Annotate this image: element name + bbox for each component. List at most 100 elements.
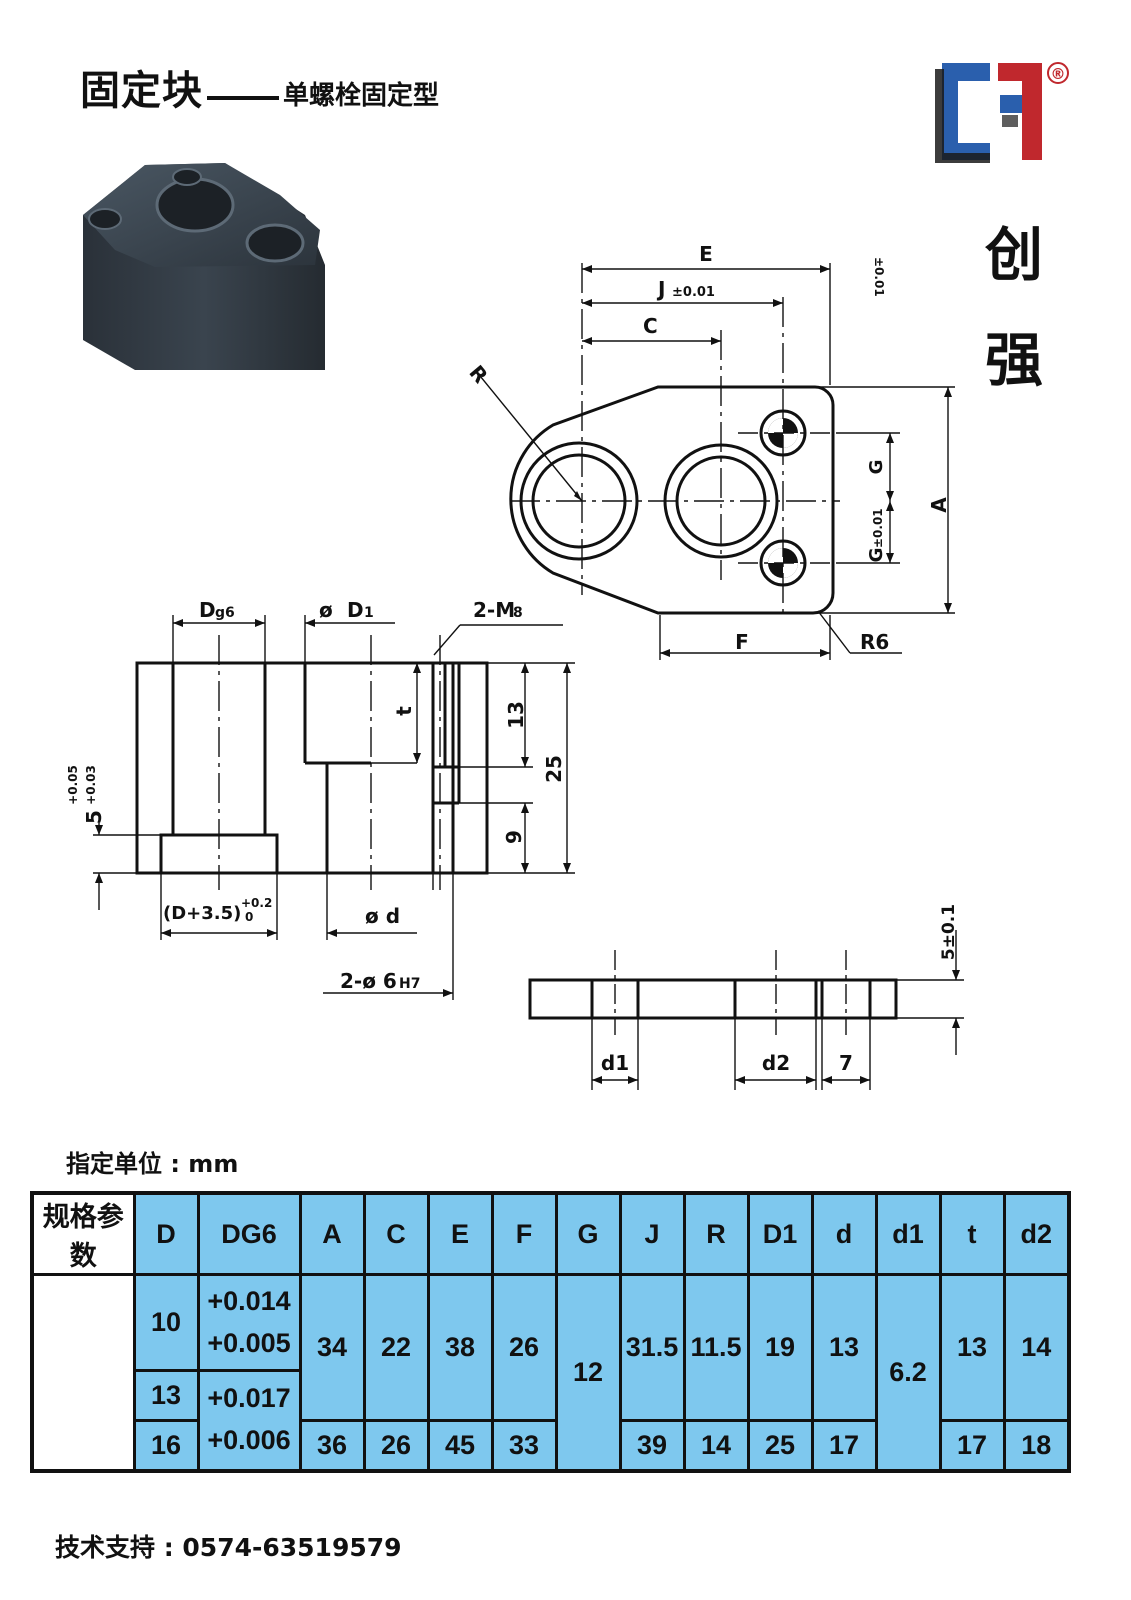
cell-R: 11.5 (682, 1273, 750, 1422)
cell-J: 39 (618, 1419, 686, 1472)
cell-F: 26 (490, 1273, 558, 1422)
cell-t: 17 (938, 1419, 1006, 1472)
title-sub: 单螺栓固定型 (283, 81, 440, 111)
header-cell: d (810, 1191, 878, 1276)
header-cell: G (554, 1191, 622, 1276)
label-G-lower: G (866, 548, 887, 563)
cell-DG6-lower: +0.005 (207, 1327, 291, 1358)
table-header-row: 规格参数 D DG6 A C E F G J R D1 d d1 t d2 (30, 1191, 1071, 1276)
section-view-drawing: D g6 ø D 1 2-M 8 t 13 25 9 5 +0.05 +0.03… (66, 598, 575, 1000)
label-C: C (643, 314, 658, 338)
label-9: 9 (502, 830, 526, 844)
label-phiD1-phi: ø (319, 598, 333, 622)
label-phi6: 2-ø 6 (340, 969, 397, 993)
cell-J: 31.5 (618, 1273, 686, 1422)
cell-DG6: +0.017 +0.006 (196, 1369, 302, 1472)
cell-G: 12 (554, 1273, 622, 1472)
header-cell: t (938, 1191, 1006, 1276)
cell-D: 13 (132, 1369, 200, 1422)
cell-DG6: +0.014 +0.005 (196, 1273, 302, 1372)
header-cell: D1 (746, 1191, 814, 1276)
label-M8-pre: 2-M (473, 598, 515, 622)
label-E: E (699, 242, 713, 266)
label-G-upper: G (866, 460, 887, 475)
cell-t: 13 (938, 1273, 1006, 1422)
label-5: 5 (82, 810, 106, 824)
label-d1: d1 (601, 1051, 629, 1075)
title-main: 固定块 (80, 68, 203, 114)
label-M8-8: 8 (513, 605, 523, 621)
title-dash (207, 95, 279, 100)
table-row: 10 +0.014 +0.005 34 22 38 26 12 31.5 11.… (30, 1273, 1071, 1472)
cell-d: 13 (810, 1273, 878, 1422)
label-5-lower: +0.03 (84, 765, 98, 805)
header-cell: J (618, 1191, 686, 1276)
cell-DG6-upper: +0.017 (207, 1383, 291, 1414)
page-title: 固定块 单螺栓固定型 (80, 58, 439, 116)
label-phid: ø d (365, 904, 400, 928)
header-cell: E (426, 1191, 494, 1276)
label-G-upper-tol: ±0.01 (872, 257, 886, 297)
label-R6: R6 (860, 630, 889, 654)
cell-F: 33 (490, 1419, 558, 1472)
brand-logo: ® (935, 62, 1069, 163)
label-phi6-H7: H7 (399, 976, 420, 992)
registered-mark: ® (1051, 65, 1066, 83)
table-row: 13 +0.017 +0.006 (32, 1369, 1069, 1472)
cell-DG6-upper: +0.014 (207, 1285, 291, 1316)
header-cell: F (490, 1191, 558, 1276)
label-J-tol: ±0.01 (672, 285, 715, 300)
label-t: t (392, 706, 416, 716)
cell-d: 17 (810, 1419, 878, 1472)
cell-D1: 19 (746, 1273, 814, 1422)
label-5-01: 5±0.1 (939, 904, 959, 960)
label-Dg6-g6: g6 (215, 605, 235, 621)
header-cell: d2 (1002, 1191, 1071, 1276)
header-cell: 规格参数 (30, 1191, 136, 1276)
header-cell: R (682, 1191, 750, 1276)
cell-D: 10 (132, 1273, 200, 1372)
cell-C: 22 (362, 1273, 430, 1422)
cell-E: 38 (426, 1273, 494, 1422)
cell-D: 16 (132, 1419, 200, 1472)
label-D35-lower: 0 (245, 910, 253, 924)
header-cell: D (132, 1191, 200, 1276)
label-5-upper: +0.05 (66, 765, 80, 805)
spec-table: 规格参数 D DG6 A C E F G J R D1 d d1 t d2 10… (30, 1191, 1071, 1473)
label-blank-cell (30, 1273, 136, 1472)
label-G-lower-tol: ±0.01 (871, 508, 885, 548)
label-25: 25 (542, 755, 566, 783)
label-phiD1-D: D (347, 598, 364, 622)
label-Dg6-D: D (199, 598, 216, 622)
unit-note: 指定单位 : mm (66, 1150, 239, 1178)
label-D35-upper: +0.2 (241, 896, 272, 910)
cell-DG6-lower: +0.006 (207, 1425, 291, 1456)
brand-char-2: 强 (985, 326, 1044, 394)
header-cell: DG6 (196, 1191, 302, 1276)
support-phone: 技术支持 : 0574-63519579 (55, 1533, 402, 1562)
label-13: 13 (504, 701, 528, 729)
cell-D1: 25 (746, 1419, 814, 1472)
label-d2: d2 (762, 1051, 790, 1075)
header-cell: d1 (874, 1191, 942, 1276)
label-phiD1-1: 1 (364, 605, 374, 621)
cell-A: 34 (298, 1273, 366, 1422)
header-cell: C (362, 1191, 430, 1276)
cell-R: 14 (682, 1419, 750, 1472)
cell-d1: 6.2 (874, 1273, 942, 1472)
cell-d2: 18 (1002, 1419, 1071, 1472)
label-A: A (927, 497, 951, 513)
brand-char-1: 创 (985, 221, 1044, 289)
label-D35: (D+3.5) (163, 903, 241, 924)
top-view-drawing: E J ±0.01 C R A G ±0.01 G ±0.01 F R6 (464, 242, 955, 660)
product-photo (83, 163, 325, 370)
label-7: 7 (839, 1051, 853, 1075)
side-view-drawing: d1 d2 7 5±0.1 (528, 904, 964, 1090)
cell-C: 26 (362, 1419, 430, 1472)
cell-d2: 14 (1002, 1273, 1071, 1422)
label-F: F (735, 630, 749, 654)
header-cell: A (298, 1191, 366, 1276)
cell-E: 45 (426, 1419, 494, 1472)
table-row: 16 36 26 45 33 39 14 25 17 17 18 (32, 1419, 1071, 1472)
label-J: J (656, 277, 665, 301)
